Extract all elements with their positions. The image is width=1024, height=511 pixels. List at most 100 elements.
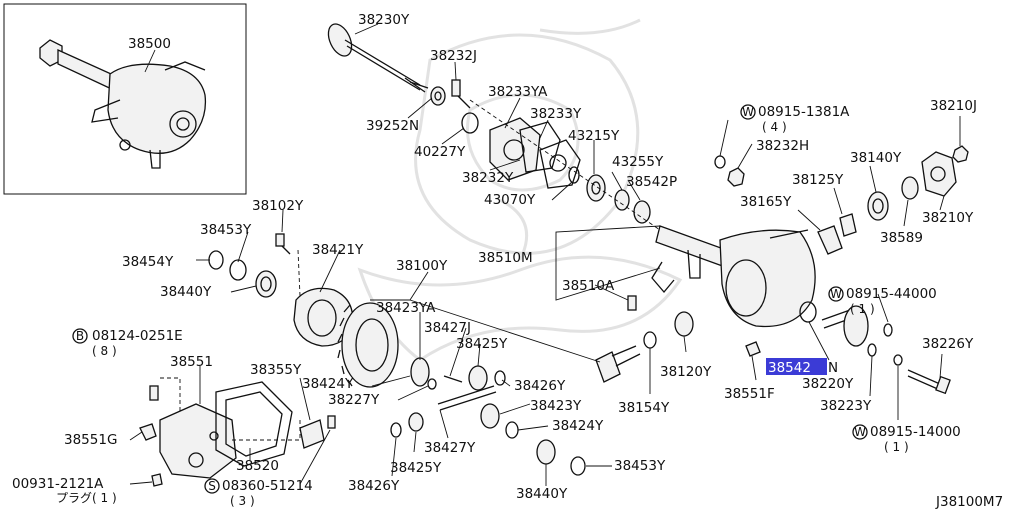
label-38230y: 38230Y (358, 12, 410, 28)
label-38232y: 38232Y (462, 170, 514, 186)
bolt-38510a (627, 295, 637, 311)
label-08360-51214: 08360-51214 (222, 478, 313, 494)
diagram-code: J38100M7 (935, 494, 1003, 510)
bolt-38102y (275, 233, 291, 255)
bearing-38440y-bottom (536, 439, 556, 465)
label-43215y: 43215Y (568, 128, 620, 144)
label-38154y: 38154Y (618, 400, 670, 416)
marker-s-08360-51214: S (204, 478, 220, 494)
marker-w-08915-14000: W (852, 424, 868, 440)
washer-38424y-bottom (505, 421, 519, 439)
label-38102y: 38102Y (252, 198, 304, 214)
label-38440y-top: 38440Y (160, 284, 212, 300)
label-38233ya: 38233YA (488, 84, 548, 100)
ring-40227y (461, 112, 479, 134)
washer-38453y-bottom (570, 456, 586, 476)
svg-text:W: W (854, 425, 866, 439)
pinion-flange-38220y (821, 305, 869, 347)
label-38454y: 38454Y (122, 254, 174, 270)
label-38520: 38520 (236, 458, 279, 474)
washer-38542n (799, 301, 817, 323)
label-38210j: 38210J (930, 98, 977, 114)
side-gear-38423ya (410, 357, 430, 387)
label-43255y: 43255Y (612, 154, 664, 170)
label-38510a: 38510A (562, 278, 615, 294)
spacer-38165y (817, 225, 843, 255)
label-08915-1381a: 08915-1381A (758, 104, 850, 120)
seal-38454y (208, 250, 224, 270)
washer-38426y-bottom (390, 422, 402, 438)
side-gear-38423y (480, 403, 500, 429)
pinion-gear-38425y-bottom (408, 412, 424, 432)
label-38426y-right: 38426Y (514, 378, 566, 394)
label-38125y: 38125Y (792, 172, 844, 188)
washer-38426y-right (494, 370, 506, 386)
label-38355y: 38355Y (250, 362, 302, 378)
seal-38542p (633, 200, 651, 224)
marker-w-08915-44000: W (828, 286, 844, 302)
label-38423y: 38423Y (530, 398, 582, 414)
label-38551f: 38551F (724, 386, 775, 402)
label-38425y-bottom: 38425Y (390, 460, 442, 476)
label-38423ya: 38423YA (376, 300, 436, 316)
gasket-38520 (215, 381, 293, 467)
svg-text:W: W (830, 287, 842, 301)
bolt-08360-51214 (327, 415, 336, 429)
label-38232j: 38232J (430, 48, 477, 64)
spacer-38125y (839, 213, 857, 237)
label-38226y: 38226Y (922, 336, 974, 352)
marker-w-08915-1381a: W (740, 104, 756, 120)
label-08124-0251e: 08124-0251E (92, 328, 183, 344)
label-38210y: 38210Y (922, 210, 974, 226)
label-08915-44000-qty: ( 1 ) (850, 302, 875, 316)
label-38510m: 38510M (478, 250, 533, 266)
seal-38589 (901, 176, 919, 200)
bolt-38226y (907, 369, 951, 395)
bracket-38355y (299, 419, 325, 449)
svg-text:B: B (76, 329, 84, 343)
leader-lines (129, 23, 961, 486)
label-38165y: 38165Y (740, 194, 792, 210)
inset-axle-assembly (3, 3, 247, 195)
label-38424y-bottom: 38424Y (552, 418, 604, 434)
label-38500: 38500 (128, 36, 171, 52)
label-08360-51214-qty: ( 3 ) (230, 494, 255, 508)
label-00931-2121a-note: プラグ( 1 ) (56, 491, 117, 505)
highlight-box (766, 358, 827, 375)
bolt-38232j (451, 79, 471, 109)
bearing-38140y (867, 191, 889, 221)
label-38551g: 38551G (64, 432, 117, 448)
ring-43070y (568, 166, 580, 184)
breather-38551g (139, 423, 157, 441)
label-38140y: 38140Y (850, 150, 902, 166)
label-38223y: 38223Y (820, 398, 872, 414)
rear-cover-38551 (159, 403, 237, 479)
label-38424y-top: 38424Y (302, 376, 354, 392)
label-38425y-top: 38425Y (456, 336, 508, 352)
pin-38427j (443, 375, 463, 383)
label-08915-14000-qty: ( 1 ) (884, 440, 909, 454)
nut-38232h (727, 167, 745, 187)
bearing-38440y-top (255, 270, 277, 298)
washer-08915-44000 (883, 323, 893, 337)
drive-pinion (595, 345, 641, 383)
label-08124-0251e-qty: ( 8 ) (92, 344, 117, 358)
label-38589: 38589 (880, 230, 923, 246)
label-38100y: 38100Y (396, 258, 448, 274)
plug-00931-2121a (151, 473, 163, 487)
washer-38154y (643, 331, 657, 349)
shaft-38427y (437, 385, 497, 411)
label-38551: 38551 (170, 354, 213, 370)
ring-gear-38100y (337, 302, 399, 388)
bearing-43215y (586, 174, 606, 202)
svg-text:S: S (208, 479, 216, 493)
svg-text:W: W (742, 105, 754, 119)
label-38220y: 38220Y (802, 376, 854, 392)
marker-b-08124-0251e: B (72, 328, 88, 344)
part-labels: 38500 38230Y 38232J 38233YA 38233Y 39252… (12, 12, 1003, 510)
label-08915-44000: 08915-44000 (846, 286, 937, 302)
label-38542n-suffix: N (828, 360, 838, 376)
label-39252n: 39252N (366, 118, 419, 134)
label-38120y: 38120Y (660, 364, 712, 380)
axle-shaft (327, 23, 429, 93)
